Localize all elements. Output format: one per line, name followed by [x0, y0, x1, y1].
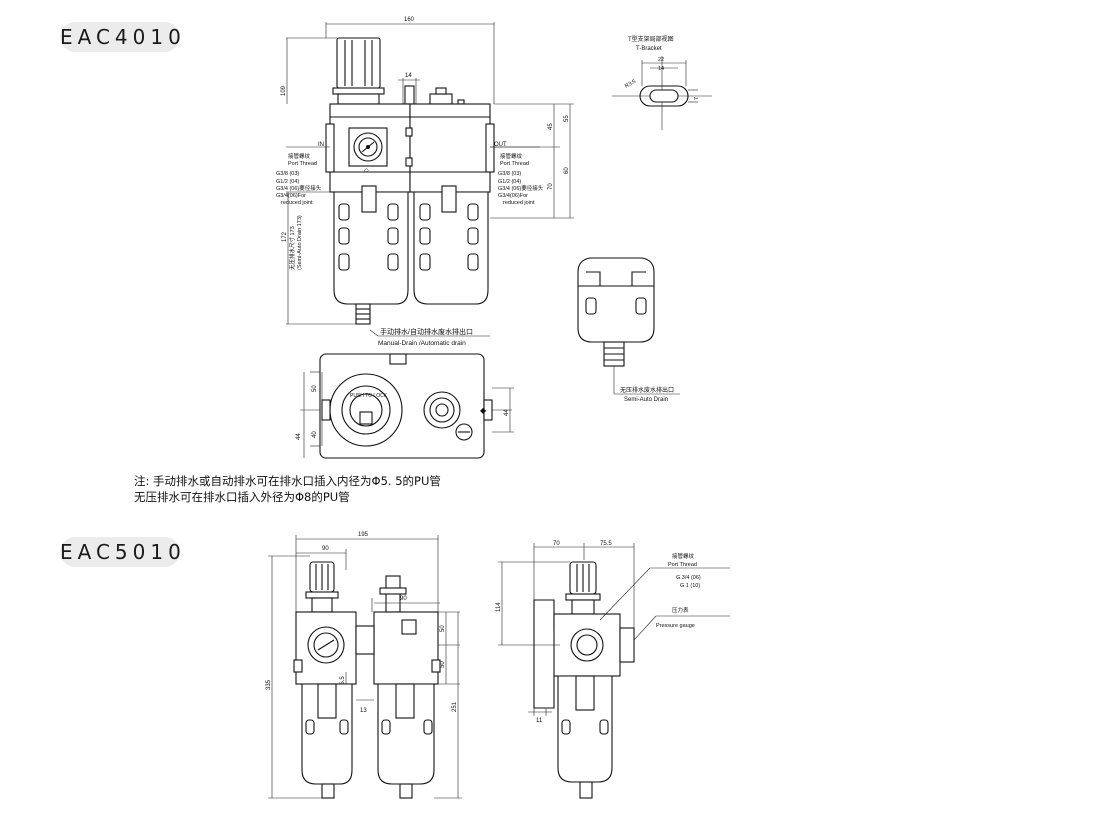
label-in: IN: [318, 142, 324, 148]
gauge-symbol: ◇: [364, 168, 369, 174]
dim-4010-top-h2: 44: [296, 433, 302, 440]
port-thread-cn-5010: 接管螺纹: [672, 552, 695, 560]
drain-label-en: Manual-Drain /Automatic drain: [378, 340, 466, 347]
dim-4010-lower-total: 60: [564, 167, 570, 174]
thread-5010-1: G 1 (10): [680, 583, 700, 589]
port-thread-cn-left: 接管螺纹: [288, 152, 311, 160]
dim-4010-bowl: 172: [282, 231, 288, 242]
bracket-dim-22: 22: [658, 57, 664, 63]
dim-5010-side-left: 70: [553, 541, 560, 547]
thread-right-3: G3/4(06)For: [498, 193, 528, 199]
thread-5010-0: G 3/4 (06): [676, 575, 701, 581]
dim-5010-total: 335: [266, 679, 272, 690]
push-to-lock-text: PUSH TO LOCK: [350, 393, 388, 399]
thread-right-4: reduced joint: [503, 200, 535, 206]
dim-4010-width: 160: [404, 17, 415, 23]
drain-note-line1: 注: 手动排水或自动排水可在排水口插入内径为Φ5. 5的PU管: [134, 474, 441, 488]
dim-4010-inlet: 14: [405, 73, 412, 79]
bracket-title-cn: T型支架局部视图: [628, 35, 674, 43]
thread-left-2: G3/4 (06)要径接头: [276, 184, 322, 192]
thread-left-4: reduced joint: [281, 200, 313, 206]
dim-5010-left: 90: [322, 546, 329, 552]
thread-left-3: G3/4(06)For: [276, 193, 306, 199]
eac4010-front-view: 160 109 14 ◇: [276, 17, 574, 347]
dim-5010-width: 195: [358, 532, 369, 538]
dim-5010-side-right: 75.5: [600, 541, 612, 547]
thread-left-0: G3/8 (03): [276, 171, 299, 177]
drain-label-cn: 手动排水/自动排水废水排出口: [380, 327, 473, 336]
semi-drain-en: Semi-Auto Drain: [624, 397, 668, 403]
thread-right-2: G3/4 (06)要径接头: [498, 184, 544, 192]
dim-5010-offset: 16.5: [340, 676, 346, 688]
model-title-eac5010: EAC5010: [60, 537, 181, 567]
bracket-dim-r35: R3.5: [624, 79, 637, 90]
dim-5010-right: 90: [400, 596, 407, 602]
gauge-label-cn: 压力表: [672, 606, 689, 614]
thread-right-0: G3/8 (03): [498, 171, 521, 177]
dim-4010-lower: 70: [548, 183, 554, 190]
dim-5010-side-height: 114: [496, 602, 502, 612]
semi-auto-drain-view: 无压排水废水排出口 Semi-Auto Drain: [577, 257, 680, 403]
dim-5010-lower: 251: [452, 701, 458, 712]
dim-4010-upper: 45: [548, 123, 554, 130]
t-bracket-view: T型支架局部视图 T-Bracket 22 14 R3.5 7: [612, 35, 712, 130]
top-view-arrow: ◆: [480, 406, 487, 415]
bracket-title-en: T-Bracket: [636, 46, 662, 52]
semi-drain-cn: 无压排水废水排出口: [620, 386, 674, 394]
port-thread-en-5010: Port Thread: [668, 562, 697, 568]
gauge-label-en: Pressure gauge: [656, 623, 695, 629]
bowl-windows: [338, 203, 479, 271]
thread-left-1: G1/2 (04): [276, 179, 299, 185]
label-out: OUT: [494, 142, 507, 148]
semi-auto-note: 无压排水尺寸 173: [288, 226, 296, 270]
dim-4010-upper-total: 55: [564, 115, 570, 122]
dim-4010-top-w: 50: [312, 385, 318, 392]
model-title-eac4010: EAC4010: [60, 22, 181, 52]
dim-4010-knob: 109: [281, 85, 287, 96]
eac4010-top-view: PUSH TO LOCK ◆ 50 40 44 44: [296, 353, 514, 459]
bracket-dim-14: 14: [658, 66, 664, 72]
dim-5010-upper: 50: [440, 625, 446, 632]
drain-note-line2: 无压排水可在排水口插入外径为Φ8的PU管: [134, 490, 350, 504]
dim-5010-gap: 13: [360, 708, 367, 714]
dim-4010-top-h: 40: [312, 431, 318, 438]
port-thread-cn-right: 接管螺纹: [500, 152, 523, 160]
eac5010-side-view: 70 75.5 114 11 接管螺纹 Port Thread G 3/4 (0…: [496, 541, 730, 799]
thread-right-1: G1/2 (04): [498, 179, 521, 185]
bracket-dim-7: 7: [694, 97, 700, 100]
semi-auto-note-en: (Semi-Auto Drain 173): [297, 215, 303, 270]
port-thread-en-right: Port Thread: [500, 161, 529, 167]
dim-5010-middle: 50: [440, 661, 446, 668]
dim-4010-top-right: 44: [504, 409, 510, 416]
eac5010-front-view: 195 90 90 50 50 16.5 13: [266, 532, 462, 799]
port-thread-en-left: Port Thread: [288, 161, 317, 167]
dim-5010-side-base: 11: [536, 718, 543, 724]
